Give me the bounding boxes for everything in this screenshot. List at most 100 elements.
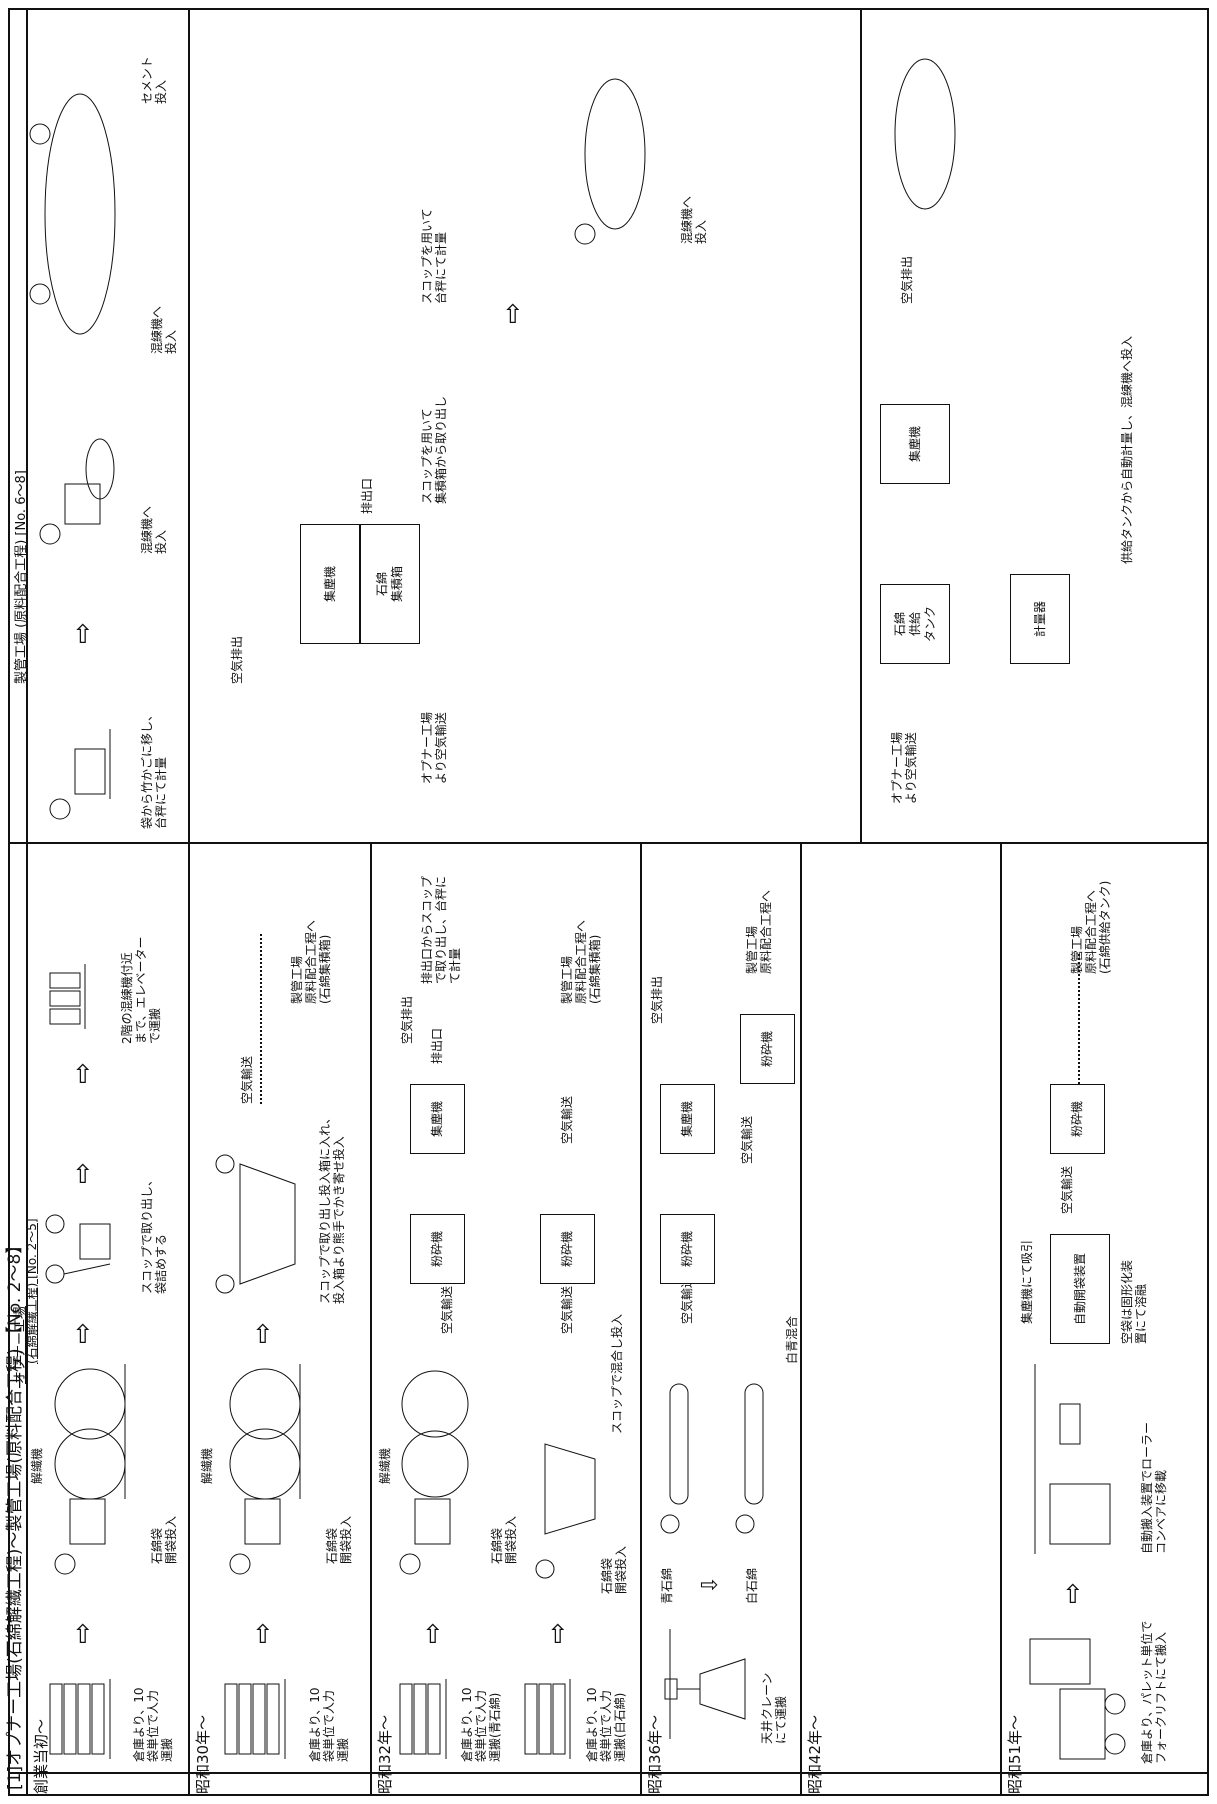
label-konren2: 混練機へ 投入 (680, 196, 708, 244)
left-header-sub: (石綿解繊工程) [No. 2～5] (23, 1218, 40, 1364)
ishiwata-shuseki-box: 石綿 集積箱 (360, 524, 420, 644)
label-kaifu: 石綿袋 開袋投入 (600, 1546, 628, 1594)
flow-arrow-icon: ⇨ (70, 1162, 96, 1184)
mixer-icon (30, 434, 140, 554)
row-line-1 (188, 844, 190, 1796)
row-line-2 (370, 844, 372, 1796)
shujin-box: 集塵機 (410, 1084, 465, 1154)
flow-arrow-icon: ⇨ (250, 1622, 276, 1644)
funsai-box: 粉砕機 (540, 1214, 595, 1284)
label-kaisen: 解繊機 (378, 1448, 392, 1484)
funsai-box: 粉砕機 (410, 1214, 465, 1284)
label-tank-jido: 供給タンクから自動計量し、混練機へ投入 (1120, 336, 1134, 564)
label-opener-kuki: オプナー工場 より空気輸送 (420, 712, 448, 784)
row-line-3 (640, 844, 642, 1796)
label-seikan: 製管工場 原料配合工程へ (745, 890, 773, 974)
label-haishutsuguchi: 排出口 (430, 1028, 444, 1064)
label-kuki-haishutsu: 空気排出 (400, 996, 414, 1044)
input-box-icon (210, 1144, 310, 1304)
kyukyu-tank-box: 石綿 供給 タンク (880, 584, 950, 664)
funsai-box: 粉砕機 (740, 1014, 795, 1084)
label-kuki-yuso: 空気輸送 (440, 1286, 454, 1334)
label-take-kago: 袋から竹かごに移し、 台秤にて計量 (140, 709, 168, 829)
shujin-box: 集塵機 (300, 524, 360, 644)
label-hakusei-kongo: 白青混合 (785, 1316, 799, 1364)
flow-arrow-icon: ⇨ (70, 1062, 96, 1084)
label-konren: 混練機へ 投入 (140, 506, 168, 554)
row-line-5 (1000, 844, 1002, 1796)
label-kuki-haishutsu: 空気排出 (230, 636, 244, 684)
label-scoop-daihakari: スコップを用いて 台秤にて計量 (420, 208, 448, 304)
label-scoop-toki: スコップで取り出し投入箱に入れ、 投入箱より熊手でかき寄せ投入 (318, 1112, 346, 1304)
label-shujin-kyuin: 集塵機にて吸引 (1020, 1240, 1034, 1324)
label-seikan-tank: 製管工場 原料配合工程へ (石綿供給タンク) (1070, 881, 1112, 974)
era-label: 昭和30年～ (192, 1715, 213, 1794)
flow-arrow-icon: ⇨ (70, 622, 96, 644)
right-header: 製管工場 (原料配合工程) [No. 6～8] (10, 470, 29, 684)
row-line-4 (800, 844, 802, 1796)
label-seikan: 製管工場 原料配合工程へ (石綿集積箱) (290, 920, 332, 1004)
conveyor-icon (650, 1324, 790, 1544)
flow-arrow-icon: ⇨ (250, 1322, 276, 1344)
label-kara-fukuro: 空袋は固形化装 置にて溶融 (1120, 1260, 1148, 1344)
stack-of-bags-icon (215, 1674, 305, 1764)
label-crane: 天井クレーン にて運搬 (760, 1673, 788, 1744)
label-soko: 倉庫より、10 袋単位で人力 運搬 (132, 1687, 174, 1762)
funsai-box: 粉砕機 (660, 1214, 715, 1284)
flow-arrow-icon: ⇨ (500, 302, 526, 324)
crane-icon (650, 1624, 760, 1744)
auto-loader-icon (1020, 1354, 1130, 1554)
stack-of-bags-icon (520, 1674, 590, 1764)
label-shiro-ishiwata: 白石綿 (745, 1568, 759, 1604)
label-konren: 混練機へ 投入 (150, 306, 178, 354)
label-kuki-haishutsu: 空気排出 (900, 256, 914, 304)
flow-arrow-icon: ⇨ (70, 1622, 96, 1644)
label-elevator: 2階の混練機付近 まで、エレベーター で運搬 (120, 936, 162, 1044)
mixing-box-icon (525, 1434, 605, 1594)
label-kuki-yuso: 空気輸送 (240, 1056, 254, 1104)
label-seikan: 製管工場 原料配合工程へ (石綿集積箱) (560, 920, 602, 1004)
mixer-icon (560, 64, 670, 264)
label-ao-ishiwata: 青石綿 (660, 1568, 674, 1604)
label-kaifu: 石綿袋 開袋投入 (490, 1516, 518, 1564)
opener-machine-icon (390, 1354, 490, 1594)
flow-arrow-icon: ⇩ (700, 1576, 722, 1594)
label-opener-kuki: オプナー工場 より空気輸送 (890, 732, 918, 804)
label-scoop-fuku: スコップで取り出し、 袋詰めする (140, 1174, 168, 1294)
label-kuki-yuso: 空気輸送 (740, 1116, 754, 1164)
stack-of-bags-icon (40, 1674, 130, 1764)
opener-machine-icon (215, 1354, 325, 1594)
forklift-icon (1020, 1634, 1130, 1764)
label-soko: 倉庫より、10 袋単位で人力 運搬 (308, 1687, 350, 1762)
flow-arrow-icon: ⇨ (70, 1322, 96, 1344)
shujin-box: 集塵機 (880, 404, 950, 484)
worker-scoop-icon (40, 1204, 130, 1294)
label-kaifu: 石綿袋 開袋投入 (325, 1516, 353, 1564)
keiryoki-box: 計量器 (1010, 574, 1070, 664)
label-soko-shiro: 倉庫より、10 袋単位で人力 運搬(白石綿) (585, 1687, 627, 1762)
label-kuki-yuso: 空気輸送 (560, 1096, 574, 1144)
right-row-line-1 (188, 8, 190, 844)
label-forklift: 倉庫より、パレット単位で フォークリフトにて搬入 (1140, 1621, 1168, 1764)
mixer-large-icon (20, 64, 150, 364)
opener-machine-icon (40, 1354, 150, 1594)
label-scoop-kongo: スコップで混合し投入 (610, 1314, 624, 1434)
flow-arrow-icon: ⇨ (545, 1622, 571, 1644)
era-label: 昭和42年～ (804, 1715, 825, 1794)
funsai-box: 粉砕機 (1050, 1084, 1105, 1154)
jido-kaifu-box: 自動開袋装置 (1050, 1234, 1110, 1344)
label-kuki-yuso: 空気輸送 (1060, 1166, 1074, 1214)
flow-arrow-icon: ⇨ (420, 1622, 446, 1644)
label-cement: セメント 投入 (140, 56, 168, 104)
label-kaifu: 石綿袋 開袋投入 (150, 1516, 178, 1564)
label-kuki-yuso: 空気輸送 (560, 1286, 574, 1334)
label-jido-hannyu: 自動搬入装置でローラー コンベアに移載 (1140, 1422, 1168, 1554)
basket-scale-icon (40, 719, 140, 829)
label-kaisen: 解繊機 (30, 1448, 44, 1484)
mixer-icon (870, 44, 980, 224)
label-scoop-dashi: スコップを用いて 集積箱から取り出し (420, 396, 448, 504)
label-kuki-haishutsu: 空気排出 (650, 976, 664, 1024)
right-row-line-2 (860, 8, 862, 844)
